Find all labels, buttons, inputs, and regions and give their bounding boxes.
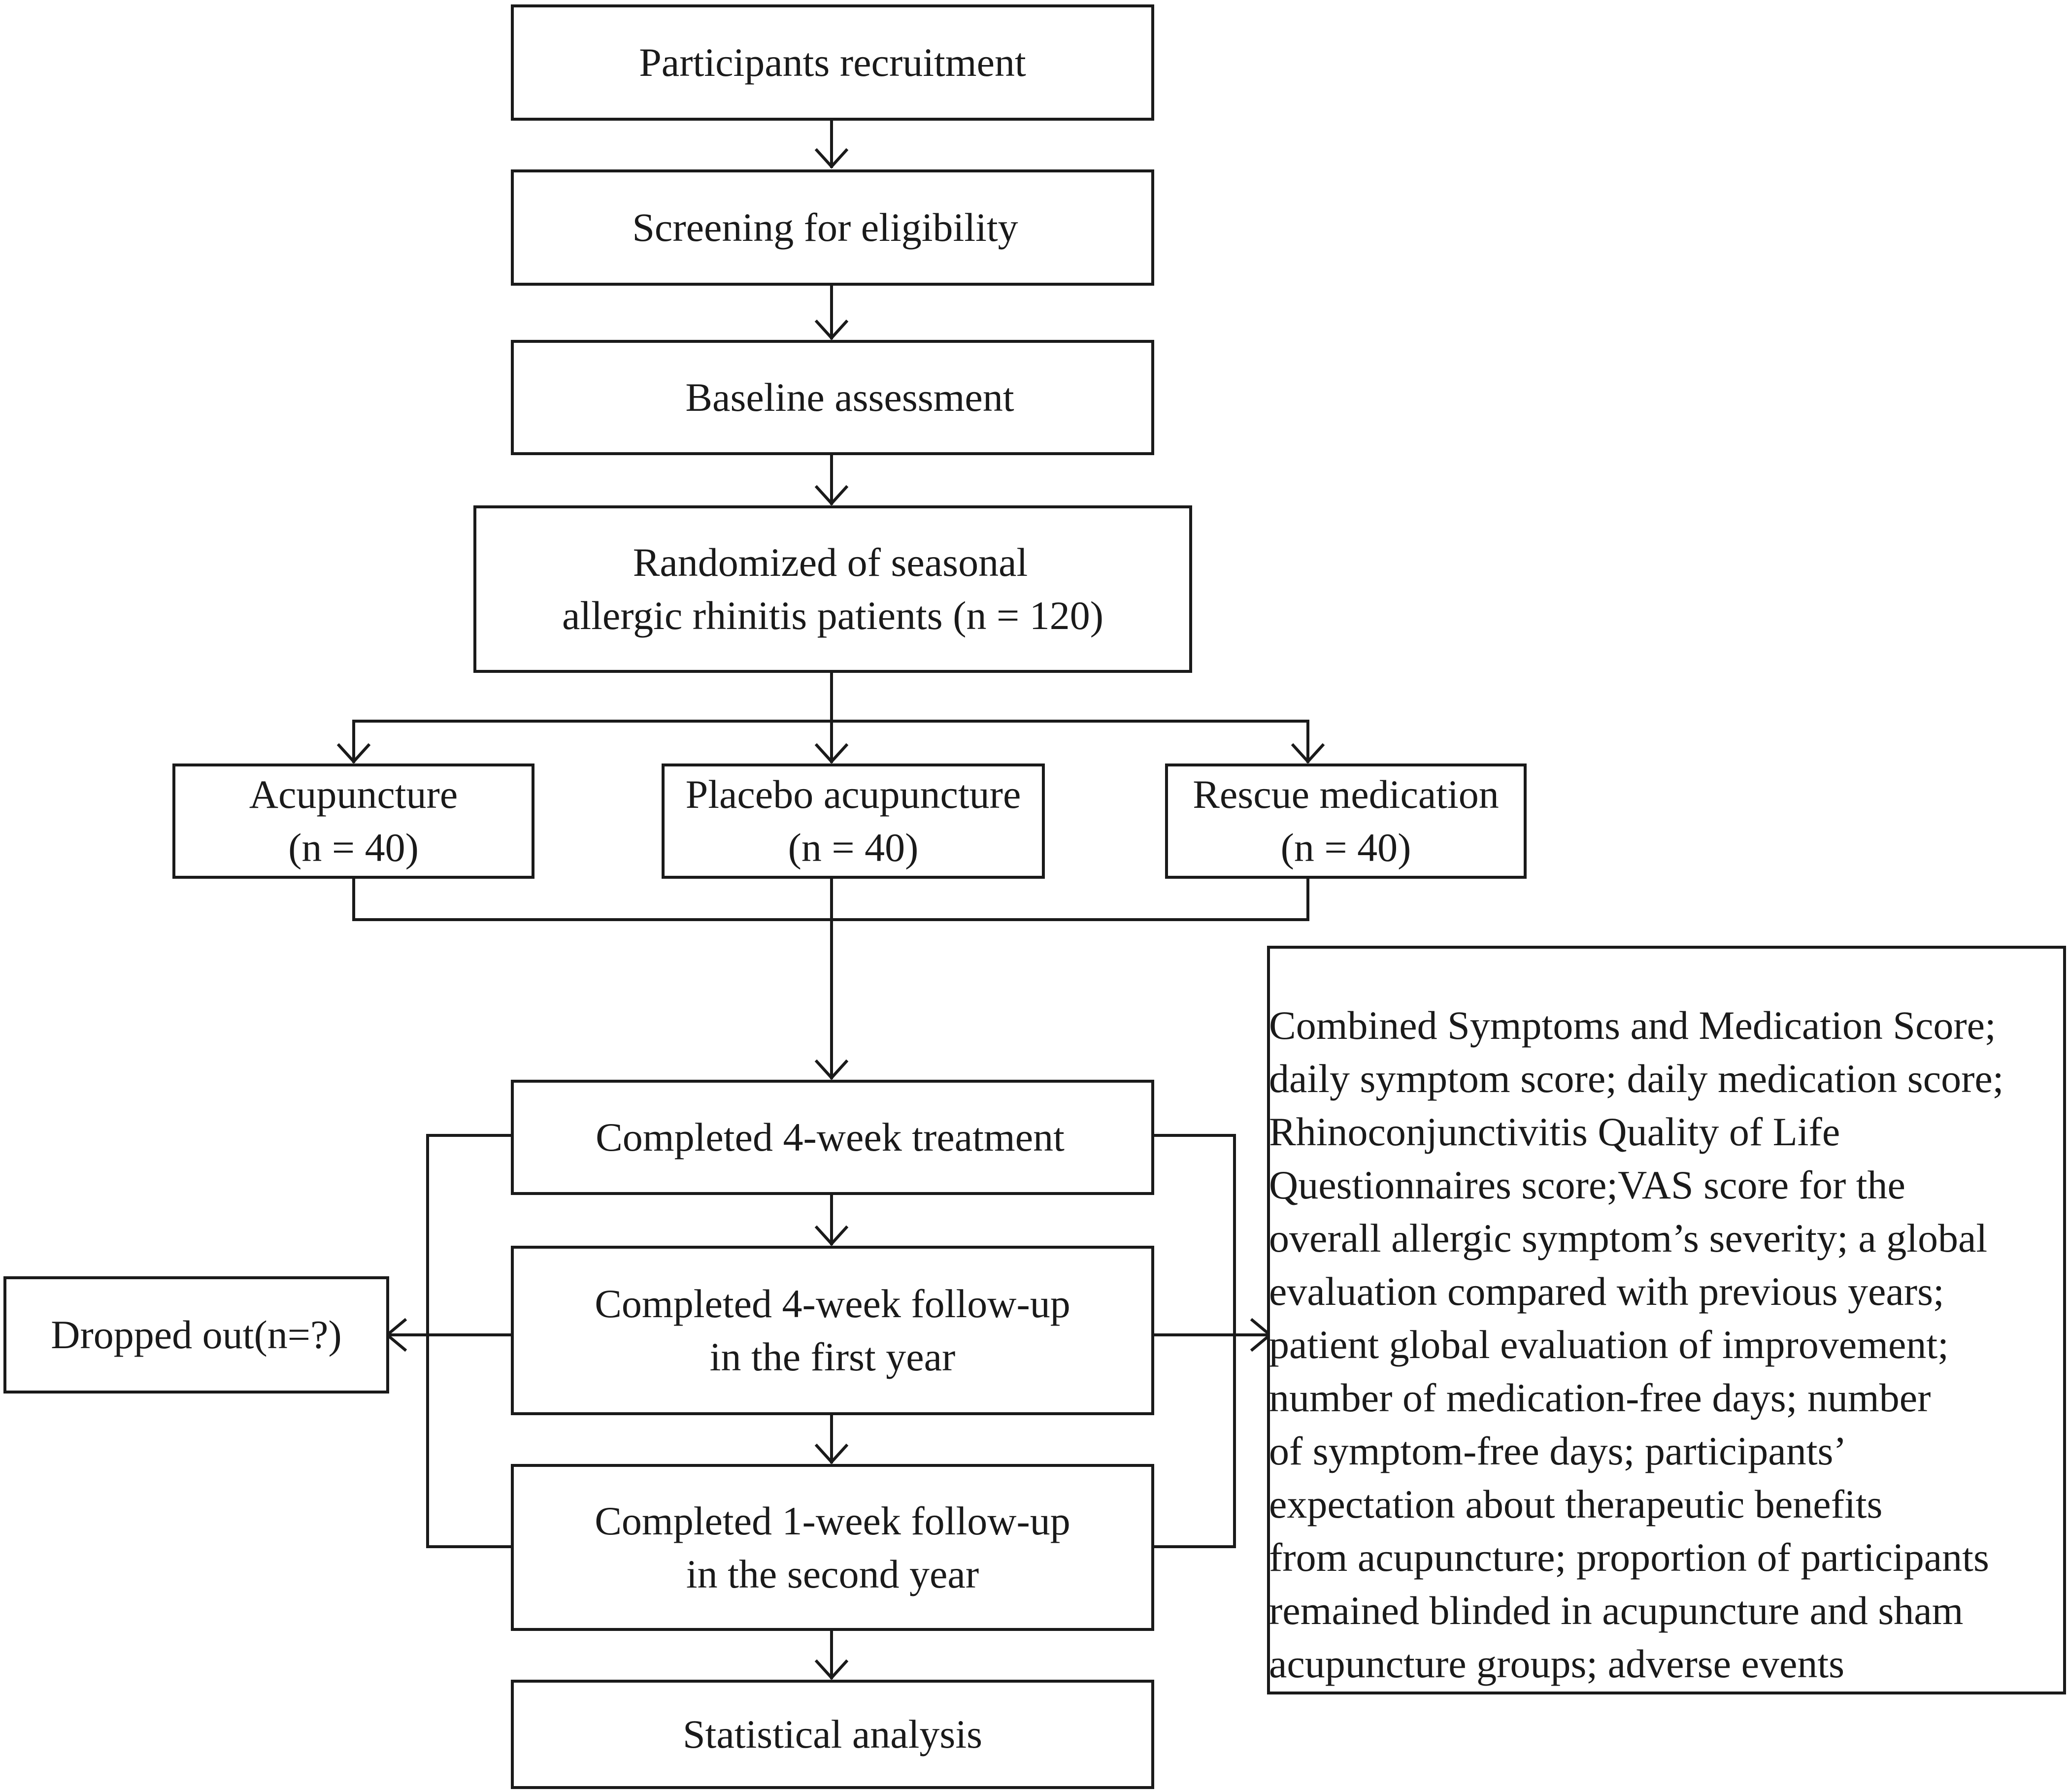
- outcome-line: patient global evaluation of improvement…: [1269, 1322, 1949, 1367]
- outcome-line: evaluation compared with previous years;: [1269, 1269, 1944, 1314]
- group-acupuncture-name: Acupuncture: [249, 772, 458, 817]
- followup-second-year-line1: Completed 1-week follow-up: [595, 1498, 1070, 1543]
- baseline-assessment-box: Baseline assessment: [511, 340, 1154, 455]
- group-placebo-count: (n = 40): [788, 825, 919, 870]
- group-rescue-medication-name: Rescue medication: [1193, 772, 1499, 817]
- participants-recruitment-label: Participants recruitment: [639, 40, 1026, 85]
- outcome-line: acupuncture groups; adverse events: [1269, 1641, 1845, 1686]
- followup-second-year-line2: in the second year: [686, 1551, 979, 1596]
- group-rescue-medication-count: (n = 40): [1280, 825, 1411, 870]
- outcome-line: Combined Symptoms and Medication Score;: [1269, 1003, 1996, 1048]
- group-placebo-box: Placebo acupuncture (n = 40): [662, 763, 1045, 879]
- followup-first-year-line1: Completed 4-week follow-up: [595, 1281, 1070, 1326]
- followup-first-year-line2: in the first year: [709, 1334, 956, 1379]
- outcome-line: of symptom-free days; participants’: [1269, 1428, 1847, 1473]
- dropped-out-label: Dropped out(n=?): [51, 1312, 342, 1357]
- randomization-label-line2: allergic rhinitis patients (n = 120): [562, 593, 1104, 638]
- outcome-measures-box: Combined Symptoms and Medication Score; …: [1267, 946, 2066, 1694]
- outcome-line: number of medication-free days; number: [1269, 1375, 1931, 1420]
- baseline-assessment-label: Baseline assessment: [685, 375, 1014, 420]
- screening-label: Screening for eligibility: [632, 205, 1018, 250]
- group-placebo-name: Placebo acupuncture: [685, 772, 1021, 817]
- participants-recruitment-box: Participants recruitment: [511, 4, 1154, 121]
- dropped-out-box: Dropped out(n=?): [3, 1276, 389, 1394]
- treatment-completed-label: Completed 4-week treatment: [596, 1115, 1065, 1160]
- outcome-line: expectation about therapeutic benefits: [1269, 1482, 1883, 1527]
- outcome-line: daily symptom score; daily medication sc…: [1269, 1056, 2004, 1101]
- outcome-line: overall allergic symptom’s severity; a g…: [1269, 1216, 1988, 1261]
- outcome-line: Questionnaires score;VAS score for the: [1269, 1162, 1905, 1207]
- screening-box: Screening for eligibility: [511, 169, 1154, 286]
- treatment-completed-box: Completed 4-week treatment: [511, 1080, 1154, 1195]
- group-acupuncture-count: (n = 40): [288, 825, 419, 870]
- randomization-box: Randomized of seasonal allergic rhinitis…: [473, 505, 1192, 673]
- outcome-line: from acupuncture; proportion of particip…: [1269, 1535, 1989, 1580]
- outcome-line: remained blinded in acupuncture and sham: [1269, 1588, 1964, 1633]
- outcome-line: Rhinoconjunctivitis Quality of Life: [1269, 1109, 1840, 1154]
- group-acupuncture-box: Acupuncture (n = 40): [172, 763, 534, 879]
- statistical-analysis-box: Statistical analysis: [511, 1680, 1154, 1789]
- followup-first-year-box: Completed 4-week follow-up in the first …: [511, 1246, 1154, 1415]
- group-rescue-medication-box: Rescue medication (n = 40): [1165, 763, 1527, 879]
- followup-second-year-box: Completed 1-week follow-up in the second…: [511, 1464, 1154, 1631]
- statistical-analysis-label: Statistical analysis: [682, 1712, 983, 1757]
- randomization-label-line1: Randomized of seasonal: [633, 540, 1028, 585]
